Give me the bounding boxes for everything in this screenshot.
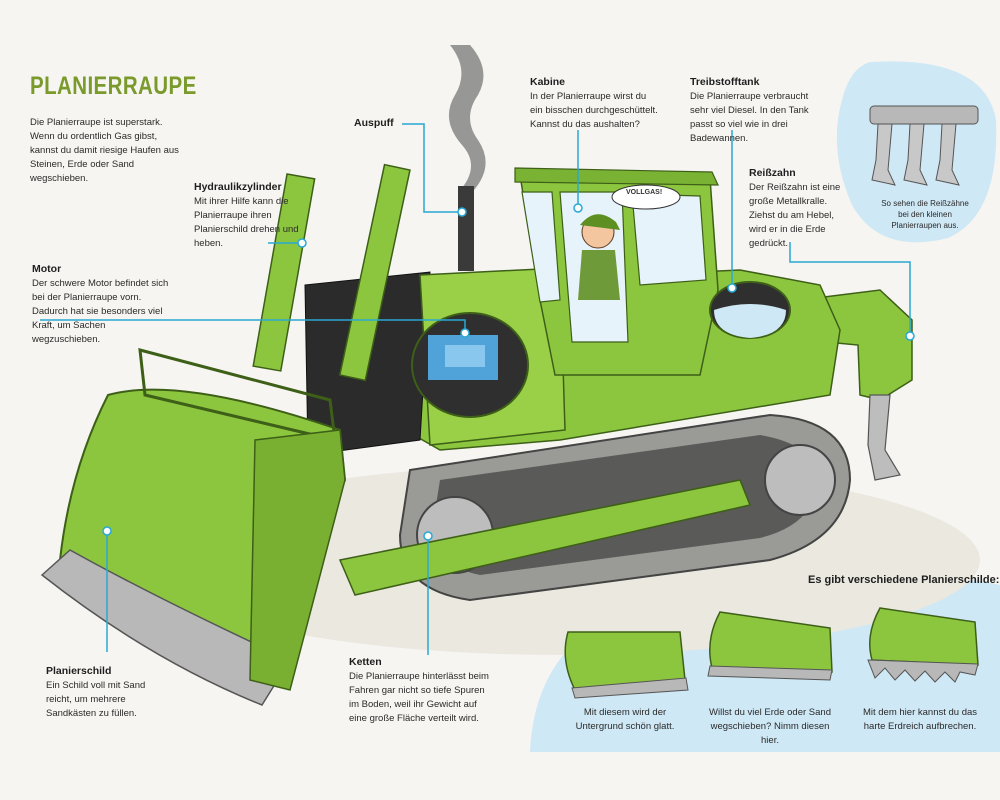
dot-treibstoff	[727, 283, 737, 293]
intro-text: Die Planierraupe ist superstark. Wenn du…	[30, 117, 179, 184]
label-auspuff-title: Auspuff	[354, 117, 394, 129]
leader-motor	[40, 319, 466, 330]
label-kabine-text: In der Planierraupe wirst du ein bissche…	[530, 91, 658, 130]
leader-dots	[102, 203, 915, 541]
page-title: PLANIERRAUPE	[30, 72, 197, 100]
label-motor-title: Motor	[32, 263, 62, 275]
blade-side-plate	[249, 429, 346, 691]
exhaust-pipe	[458, 186, 474, 271]
label-reisszahn-title: Reißzahn	[749, 167, 796, 179]
label-planierschild: Planierschild Ein Schild voll mit Sand r…	[46, 664, 156, 721]
ripper-sample-tooth-2	[903, 123, 928, 186]
cabin-roof	[514, 167, 719, 186]
label-kabine-title: Kabine	[530, 76, 566, 88]
dot-kabine	[573, 203, 583, 213]
label-hydraulik-text: Mit ihrer Hilfe kann die Planierraupe ih…	[194, 196, 299, 249]
speech-text: VOLLGAS!	[626, 189, 663, 196]
blade-caption-2: Willst du viel Erde oder Sand wegschiebe…	[709, 707, 831, 746]
label-planierschild-text: Ein Schild voll mit Sand reicht, um mehr…	[46, 680, 146, 719]
dot-ketten	[423, 531, 433, 541]
label-treibstofftank-title: Treibstofftank	[690, 76, 760, 88]
blade-type-straight-edge	[571, 677, 689, 699]
ripper-sample-bar	[869, 105, 979, 125]
blade-type-u-edge	[707, 665, 833, 681]
label-treibstofftank: Treibstofftank Die Planierraupe verbrauc…	[690, 75, 820, 146]
cabin-window-rear	[521, 191, 561, 303]
label-reisszahn: Reißzahn Der Reißzahn ist eine große Met…	[749, 166, 849, 251]
label-auspuff: Auspuff	[354, 116, 394, 131]
leader-auspuff	[402, 123, 458, 213]
label-ketten-title: Ketten	[349, 656, 382, 668]
label-reisszahn-text: Der Reißzahn ist eine große Metallkralle…	[749, 182, 841, 249]
dot-hydraulik	[297, 238, 307, 248]
ripper-sample-tooth-1	[871, 123, 896, 186]
label-motor: Motor Der schwere Motor befindet sich be…	[32, 262, 172, 347]
dot-reisszahn	[905, 331, 915, 341]
hydraulic-cylinder-right	[338, 163, 411, 382]
blade-type-rock-teeth	[867, 659, 979, 683]
ripper-caption: So sehen die Reißzähne bei den kleinen P…	[881, 199, 969, 230]
fuel-level	[714, 304, 786, 338]
blade-caption-3: Mit dem hier kannst du das harte Erdreic…	[862, 707, 978, 732]
speech-bubble	[611, 184, 681, 210]
exhaust-smoke	[448, 45, 486, 190]
label-ketten: Ketten Die Planierraupe hinterlässt beim…	[349, 655, 489, 726]
driver-cap	[580, 214, 620, 230]
blades-heading: Es gibt verschiedene Planierschilde:	[808, 574, 1000, 586]
engine-block-detail	[445, 345, 485, 367]
dot-planierschild	[102, 526, 112, 536]
label-hydraulik-title: Hydraulikzylinder	[194, 181, 282, 193]
dot-auspuff	[457, 207, 467, 217]
drive-sprocket	[764, 444, 836, 516]
ripper-sample-tooth-3	[935, 123, 960, 186]
label-ketten-text: Die Planierraupe hinterlässt beim Fahren…	[349, 671, 489, 724]
dot-motor	[460, 328, 470, 338]
label-hydraulik: Hydraulikzylinder Mit ihrer Hilfe kann d…	[194, 180, 304, 251]
leader-reisszahn	[789, 242, 911, 332]
label-treibstofftank-text: Die Planierraupe verbraucht sehr viel Di…	[690, 91, 809, 144]
label-planierschild-title: Planierschild	[46, 665, 112, 677]
ripper-tooth	[867, 394, 901, 481]
label-motor-text: Der schwere Motor befindet sich bei der …	[32, 278, 169, 345]
blade-caption-1: Mit diesem wird der Untergrund schön gla…	[575, 707, 675, 732]
leader-lines	[40, 123, 911, 655]
hydraulic-cylinder-left	[252, 173, 316, 372]
label-kabine: Kabine In der Planierraupe wirst du ein …	[530, 75, 660, 132]
push-arm	[338, 479, 752, 596]
driver-body	[578, 250, 620, 300]
